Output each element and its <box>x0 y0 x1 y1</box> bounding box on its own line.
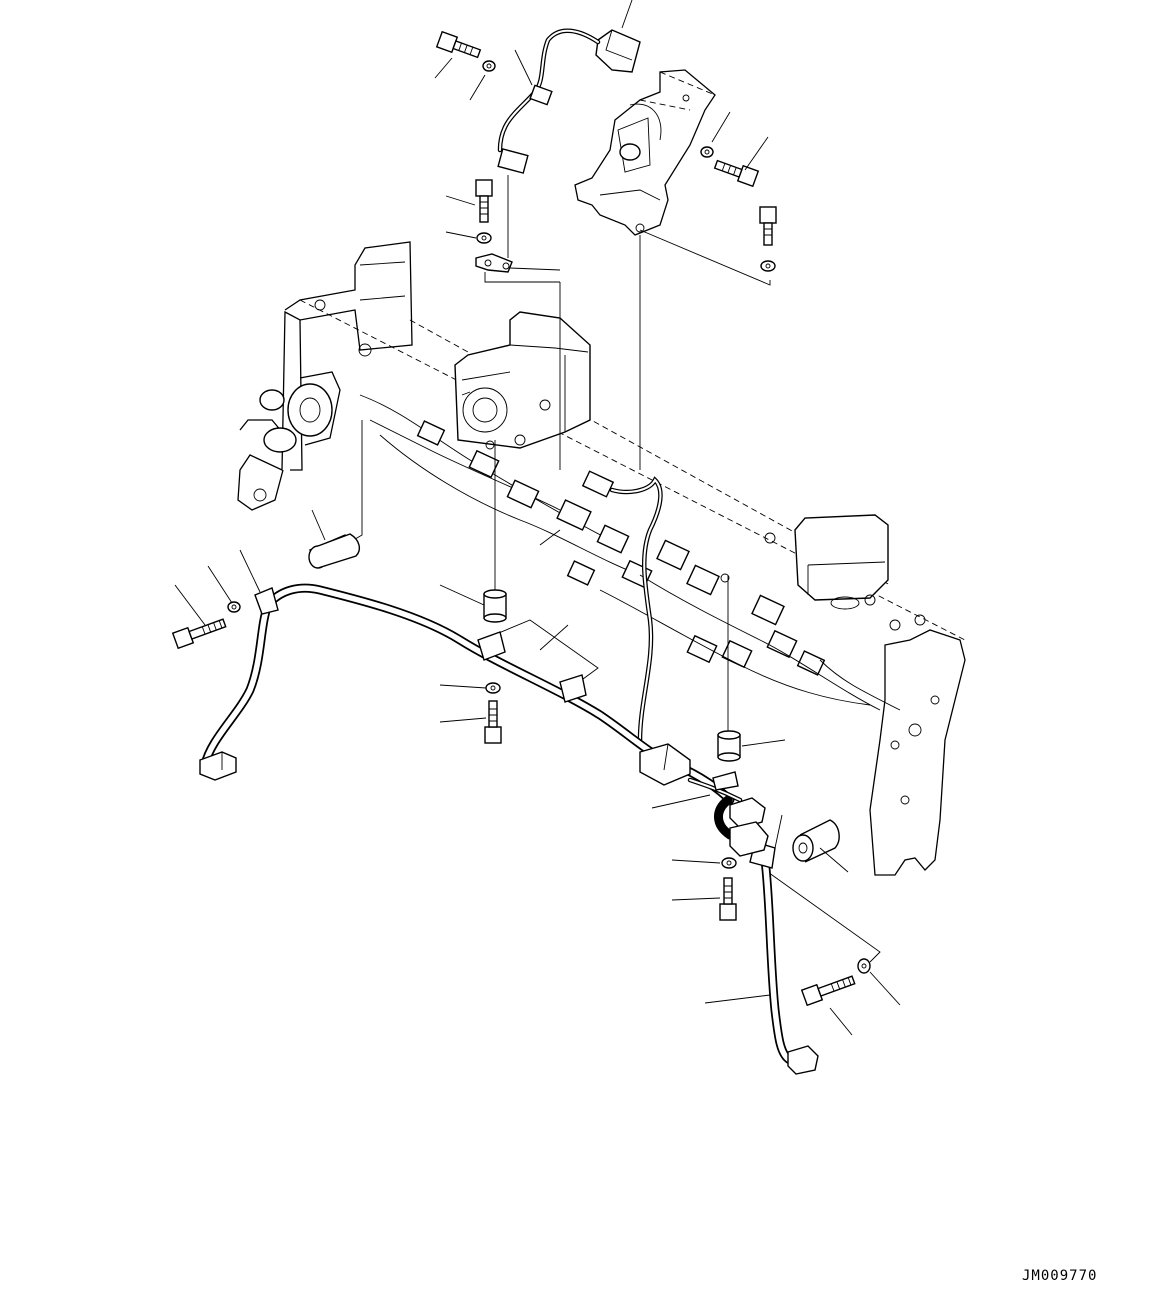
clamp-icon <box>254 587 776 869</box>
connector-icon <box>729 797 766 829</box>
washer-icon <box>227 601 241 613</box>
washer-icon <box>476 232 492 244</box>
bolt-icon <box>759 206 777 246</box>
washer-icon <box>482 60 496 72</box>
lower-fasteners <box>171 533 871 1007</box>
washer-icon <box>485 682 501 694</box>
bolt-icon <box>435 30 482 59</box>
left-valve-body <box>259 371 341 453</box>
clamp-icon <box>475 253 513 273</box>
bolt-icon <box>484 700 502 744</box>
spacer-collar-icon <box>308 533 361 569</box>
bolt-icon <box>475 179 493 223</box>
spacer-collar-icon <box>792 819 840 863</box>
spacer-collar-icon <box>483 589 507 623</box>
right-cushion-box <box>794 514 889 610</box>
frame-connector <box>581 470 663 743</box>
bolt-icon <box>171 618 227 650</box>
wiring-harness <box>199 583 819 1075</box>
washer-icon <box>721 857 737 869</box>
connector-icon <box>787 1045 819 1075</box>
drawing-code: JM009770 <box>1022 1268 1098 1284</box>
connector-icon <box>199 751 237 781</box>
bolt-icon <box>713 159 760 188</box>
dashboard-frame <box>237 241 966 876</box>
upper-fasteners <box>435 30 777 286</box>
valve-row <box>359 394 901 711</box>
upper-sensor-bracket <box>574 69 716 236</box>
bolt-icon <box>800 975 856 1007</box>
sensor-connector-top <box>497 28 662 174</box>
center-actuator-box <box>454 311 591 449</box>
leader-lines <box>174 0 901 1036</box>
bolt-icon <box>719 877 737 921</box>
washer-icon <box>857 958 871 974</box>
connector-icon <box>729 821 769 857</box>
connector-icon <box>639 743 691 786</box>
washer-icon <box>760 260 776 272</box>
spacer-collar-icon <box>717 730 741 762</box>
washer-icon <box>700 146 714 158</box>
